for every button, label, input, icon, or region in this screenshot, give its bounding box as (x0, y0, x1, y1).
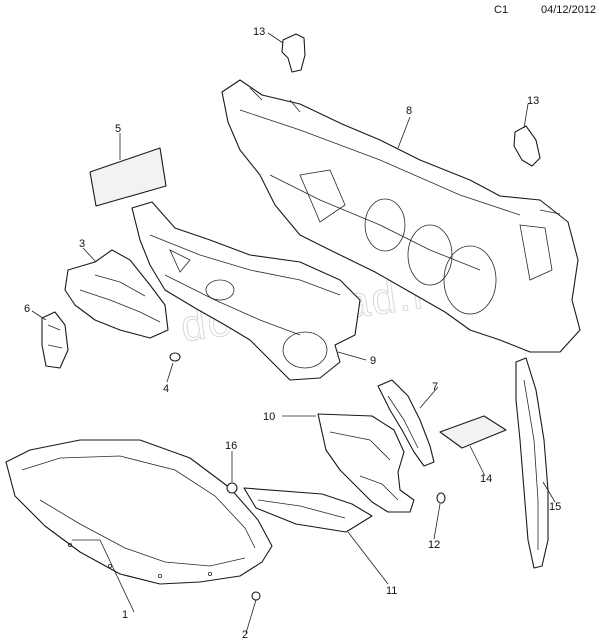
callout-5: 5 (115, 123, 121, 135)
part-6-bracket (41, 311, 69, 369)
callout-12: 12 (428, 539, 440, 551)
sheet-header: C1 04/12/2012 (0, 2, 600, 18)
part-15-pad (439, 415, 507, 449)
callout-16: 16 (225, 440, 237, 452)
callout-8: 8 (406, 105, 412, 117)
part-5-pad (89, 147, 167, 207)
callout-13-right: 13 (527, 95, 539, 107)
part-10-insulator (317, 413, 415, 513)
callout-9: 9 (370, 355, 376, 367)
part-16-fastener (226, 482, 238, 494)
part-3-side-insulator (64, 249, 169, 339)
leader-lines (31, 32, 556, 634)
callout-3: 3 (79, 238, 85, 250)
callout-1: 1 (122, 609, 128, 621)
sheet-date: 04/12/2012 (541, 4, 597, 16)
part-9-lower-dash-panel (131, 201, 361, 381)
callout-4: 4 (163, 383, 169, 395)
part-8-dash-insulator (221, 79, 581, 353)
part-11-duct-cover (243, 487, 373, 533)
part-4-fastener (169, 352, 181, 362)
part-7-side-strip (377, 379, 435, 467)
callout-6: 6 (24, 303, 30, 315)
callout-13-upper: 13 (253, 26, 265, 38)
callout-11: 11 (386, 585, 397, 597)
callout-7: 7 (432, 381, 438, 393)
callout-2: 2 (242, 629, 248, 641)
part-2-fastener (251, 591, 261, 601)
part-1-lower-tray (5, 439, 273, 585)
part-14-vertical-strip (515, 357, 549, 569)
callout-14: 15 (549, 501, 561, 513)
part-13-clip-upper (281, 33, 306, 73)
callout-10: 10 (263, 411, 275, 423)
sheet-code: C1 (494, 4, 509, 16)
callouts: 13 5 8 13 3 6 4 9 7 10 16 14 15 12 11 1 … (24, 26, 561, 641)
part-13-clip-right (513, 125, 541, 167)
callout-15: 14 (480, 473, 492, 485)
part-12-fastener (436, 492, 446, 504)
